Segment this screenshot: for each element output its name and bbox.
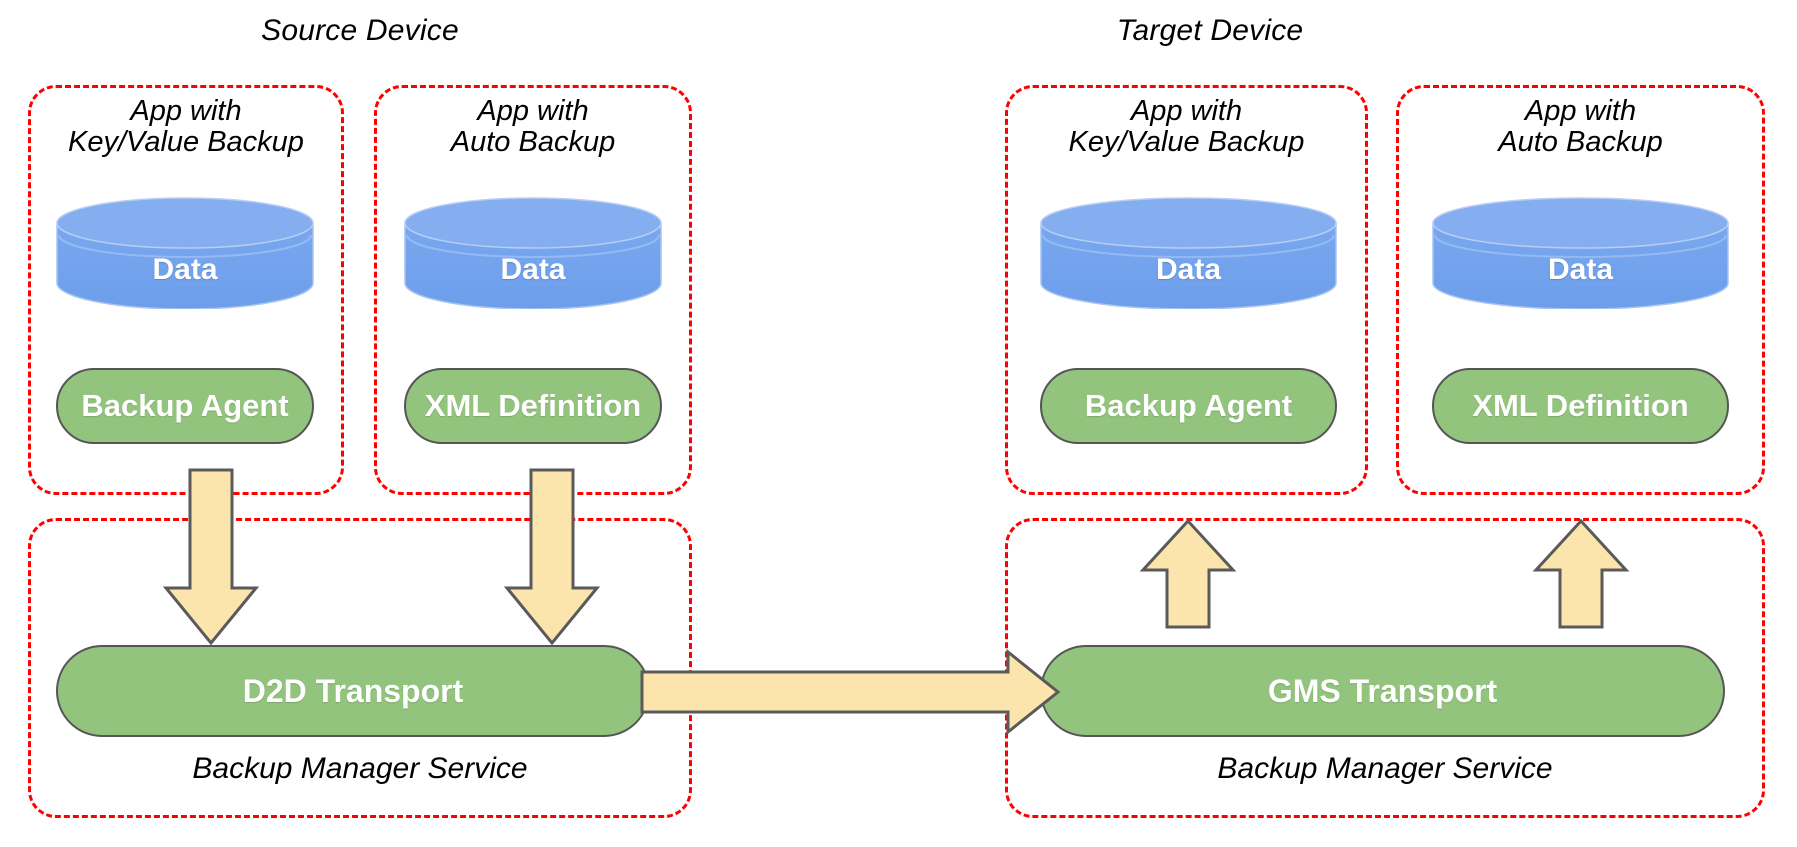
source-app1-label-line2: Key/Value Backup bbox=[68, 126, 304, 159]
source-app2-xml-definition[interactable]: XML Definition bbox=[404, 368, 662, 444]
source-app1-label-line1: App with bbox=[130, 95, 242, 127]
source-app1-data-label: Data bbox=[152, 253, 218, 286]
target-app1-data-cylinder: Data bbox=[1040, 197, 1337, 309]
target-app1-label-line1: App with bbox=[1130, 95, 1243, 127]
target-service-label: Backup Manager Service bbox=[1217, 752, 1553, 785]
target-app1-backup-agent[interactable]: Backup Agent bbox=[1040, 368, 1337, 444]
panel-target-app-auto-backup bbox=[1396, 85, 1765, 495]
target-app2-data-label: Data bbox=[1547, 253, 1614, 286]
source-app2-label-line1: App with bbox=[477, 95, 589, 127]
source-app1-data-cylinder: Data bbox=[56, 197, 314, 309]
target-app2-xml-definition[interactable]: XML Definition bbox=[1432, 368, 1729, 444]
target-app2-data-cylinder: Data bbox=[1432, 197, 1729, 309]
arrow-xml-definition-to-d2d bbox=[503, 468, 601, 646]
source-app2-label: App with Auto Backup bbox=[374, 95, 692, 159]
panel-source-backup-manager-service bbox=[28, 518, 692, 818]
source-app2-data-label: Data bbox=[500, 253, 566, 286]
arrow-gms-to-xml-definition bbox=[1532, 518, 1630, 630]
source-service-label: Backup Manager Service bbox=[192, 752, 528, 785]
panel-source-app-key-value bbox=[28, 85, 344, 495]
d2d-transport[interactable]: D2D Transport bbox=[56, 645, 650, 737]
source-app2-label-line2: Auto Backup bbox=[450, 126, 616, 159]
arrow-d2d-to-gms bbox=[640, 648, 1061, 736]
target-app1-label: App with Key/Value Backup bbox=[1005, 95, 1368, 159]
source-app1-label: App with Key/Value Backup bbox=[28, 95, 344, 159]
target-device-title: Target Device bbox=[1116, 14, 1304, 47]
target-app2-label-line1: App with bbox=[1524, 95, 1637, 127]
target-app2-label-line2: Auto Backup bbox=[1498, 126, 1663, 159]
arrow-gms-to-backup-agent bbox=[1139, 518, 1237, 630]
panel-target-app-key-value bbox=[1005, 85, 1368, 495]
source-app1-backup-agent[interactable]: Backup Agent bbox=[56, 368, 314, 444]
source-device-title: Source Device bbox=[261, 14, 459, 47]
target-app2-label: App with Auto Backup bbox=[1396, 95, 1765, 159]
target-app1-data-label: Data bbox=[1155, 253, 1222, 286]
arrow-backup-agent-to-d2d bbox=[162, 468, 260, 646]
target-app1-label-line2: Key/Value Backup bbox=[1068, 126, 1305, 159]
gms-transport[interactable]: GMS Transport bbox=[1040, 645, 1725, 737]
source-app2-data-cylinder: Data bbox=[404, 197, 662, 309]
